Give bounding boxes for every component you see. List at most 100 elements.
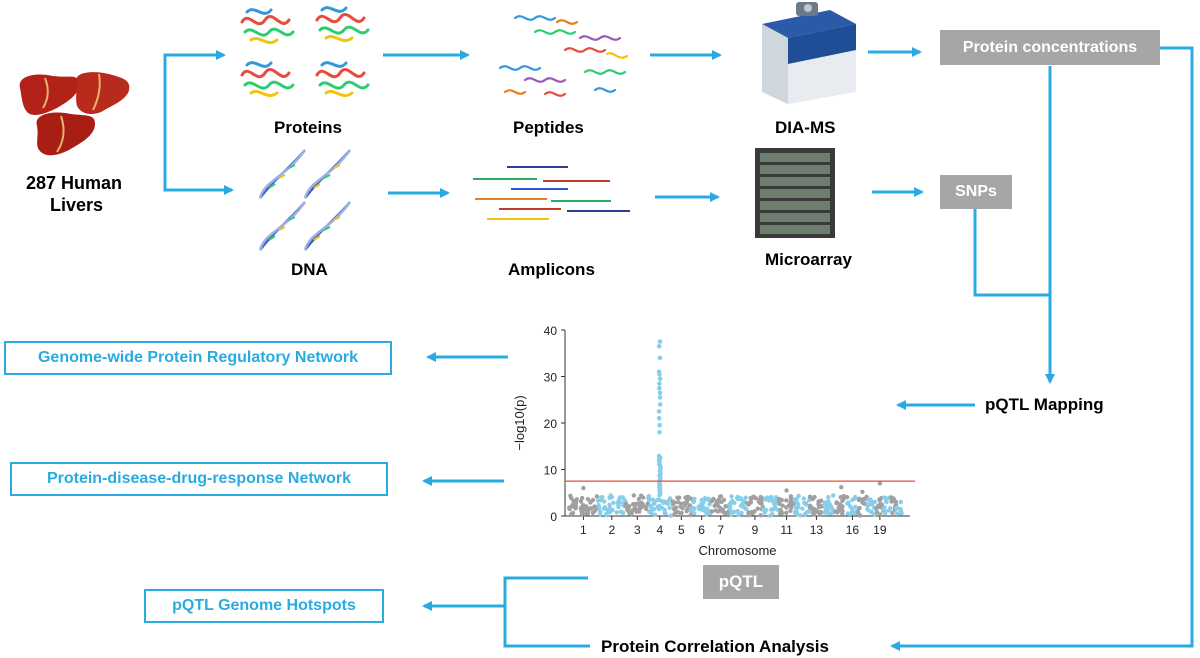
- data-point: [665, 501, 671, 506]
- data-point: [676, 495, 682, 500]
- data-point: [655, 504, 661, 509]
- data-point: [723, 504, 728, 509]
- data-point: [822, 500, 828, 505]
- data-point: [590, 510, 596, 515]
- data-point: [600, 495, 605, 500]
- data-point: [796, 493, 801, 499]
- x-tick-label: 11: [780, 523, 793, 537]
- bracket-pqtl-correlation: [503, 576, 590, 648]
- data-point: [596, 503, 601, 508]
- data-point: [855, 509, 861, 515]
- data-point: [655, 497, 660, 503]
- data-point: [569, 503, 575, 509]
- source-label-line1: 287 Human: [26, 173, 123, 193]
- data-point: [675, 509, 681, 515]
- peak-point: [657, 381, 662, 386]
- data-point: [784, 498, 789, 503]
- data-point: [616, 503, 621, 509]
- data-point: [699, 497, 704, 503]
- peak-point: [657, 423, 662, 428]
- data-point: [891, 498, 897, 503]
- data-point: [711, 496, 716, 502]
- data-point: [639, 500, 644, 505]
- peak-point: [656, 409, 662, 414]
- data-point: [889, 495, 894, 500]
- data-point: [755, 506, 760, 511]
- data-point: [704, 512, 709, 517]
- data-point: [800, 506, 805, 511]
- data-point: [895, 511, 900, 516]
- data-point: [590, 497, 596, 503]
- data-point: [728, 500, 733, 506]
- data-point: [763, 507, 769, 513]
- data-point: [819, 498, 824, 503]
- peak-point: [657, 385, 662, 391]
- data-point: [791, 502, 796, 507]
- data-point: [622, 497, 627, 503]
- data-point: [763, 496, 769, 501]
- data-point: [620, 510, 626, 516]
- x-tick-label: 7: [717, 523, 724, 537]
- data-point: [692, 506, 697, 511]
- peak-point: [657, 339, 663, 344]
- data-point: [768, 495, 773, 500]
- data-point: [776, 496, 782, 502]
- data-point: [845, 501, 850, 506]
- data-point: [571, 498, 576, 504]
- data-point: [661, 500, 666, 506]
- data-point: [721, 497, 727, 503]
- data-point: [580, 511, 586, 516]
- data-point: [670, 499, 675, 504]
- microarray-label: Microarray: [765, 250, 852, 269]
- data-point: [869, 509, 874, 515]
- data-point: [623, 502, 629, 507]
- data-point: [749, 510, 754, 515]
- peak-point: [656, 344, 662, 349]
- data-point: [652, 512, 658, 517]
- x-tick-label: 2: [608, 523, 615, 537]
- dna-icon: [258, 149, 352, 251]
- data-point: [709, 509, 715, 514]
- data-point: [607, 502, 612, 507]
- data-point: [676, 500, 681, 505]
- data-point: [718, 499, 723, 504]
- data-point: [667, 505, 672, 511]
- data-point: [827, 502, 832, 507]
- data-point: [784, 505, 789, 510]
- dia-ms-label: DIA-MS: [775, 118, 836, 137]
- peak-point: [657, 376, 663, 382]
- data-point: [740, 501, 746, 506]
- data-point: [822, 510, 827, 515]
- data-point: [794, 510, 799, 515]
- data-point: [614, 510, 619, 515]
- data-point: [735, 508, 740, 514]
- x-tick-label: 19: [873, 523, 887, 537]
- data-point: [872, 499, 877, 505]
- data-point: [814, 508, 819, 513]
- data-point: [757, 500, 763, 506]
- data-point: [886, 508, 892, 513]
- data-point: [579, 504, 585, 510]
- pqtl-mapping-label: pQTL Mapping: [985, 395, 1104, 414]
- data-point: [631, 493, 636, 498]
- data-point: [684, 509, 689, 514]
- peptides-label: Peptides: [513, 118, 584, 137]
- y-tick-label: 0: [550, 510, 557, 524]
- data-point: [812, 494, 817, 500]
- data-point: [841, 493, 846, 499]
- data-point: [687, 503, 693, 508]
- data-point: [668, 513, 673, 518]
- data-point: [826, 510, 831, 516]
- data-point: [826, 495, 831, 500]
- data-point: [831, 493, 836, 498]
- data-point: [804, 510, 810, 515]
- data-point: [834, 500, 839, 506]
- data-point: [604, 513, 610, 518]
- data-point: [715, 509, 721, 514]
- mass-spectrometer-icon: [762, 2, 856, 104]
- data-point: [573, 506, 578, 511]
- data-point: [739, 510, 744, 516]
- data-point: [865, 506, 870, 512]
- data-point: [860, 489, 865, 494]
- data-point: [626, 507, 631, 512]
